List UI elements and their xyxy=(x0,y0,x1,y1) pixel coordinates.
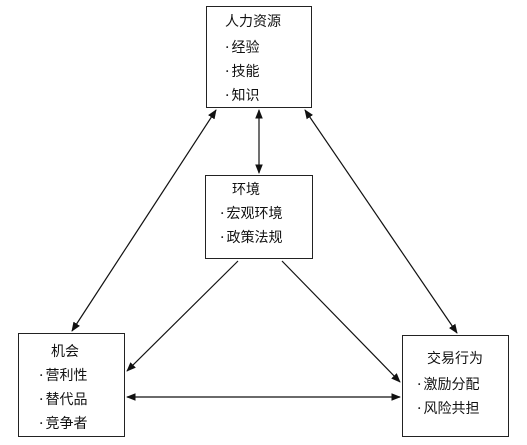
human-resources-title: 人力资源 xyxy=(225,14,281,30)
environment-item: 宏观环境 xyxy=(220,202,312,226)
arrow-hr-transaction xyxy=(304,109,458,334)
environment-title: 环境 xyxy=(232,182,260,198)
arrow-environment-opportunity xyxy=(126,260,239,372)
opportunity-item: 营利性 xyxy=(39,364,124,388)
arrow-environment-transaction xyxy=(281,260,401,383)
environment-box: 环境 宏观环境 政策法规 xyxy=(205,175,313,259)
human-resources-item: 经验 xyxy=(225,36,311,60)
opportunity-title: 机会 xyxy=(51,344,79,360)
opportunity-item: 替代品 xyxy=(39,388,124,412)
arrow-hr-opportunity xyxy=(71,109,217,332)
opportunity-item: 竞争者 xyxy=(39,412,124,436)
opportunity-box: 机会 营利性 替代品 竞争者 xyxy=(18,333,125,437)
human-resources-item: 知识 xyxy=(225,84,311,108)
transaction-title: 交易行为 xyxy=(427,351,483,367)
transaction-box: 交易行为 激励分配 风险共担 xyxy=(402,335,509,437)
human-resources-item: 技能 xyxy=(225,60,311,84)
transaction-item: 风险共担 xyxy=(417,397,508,421)
environment-item: 政策法规 xyxy=(220,226,312,250)
human-resources-box: 人力资源 经验 技能 知识 xyxy=(206,6,312,108)
transaction-item: 激励分配 xyxy=(417,373,508,397)
